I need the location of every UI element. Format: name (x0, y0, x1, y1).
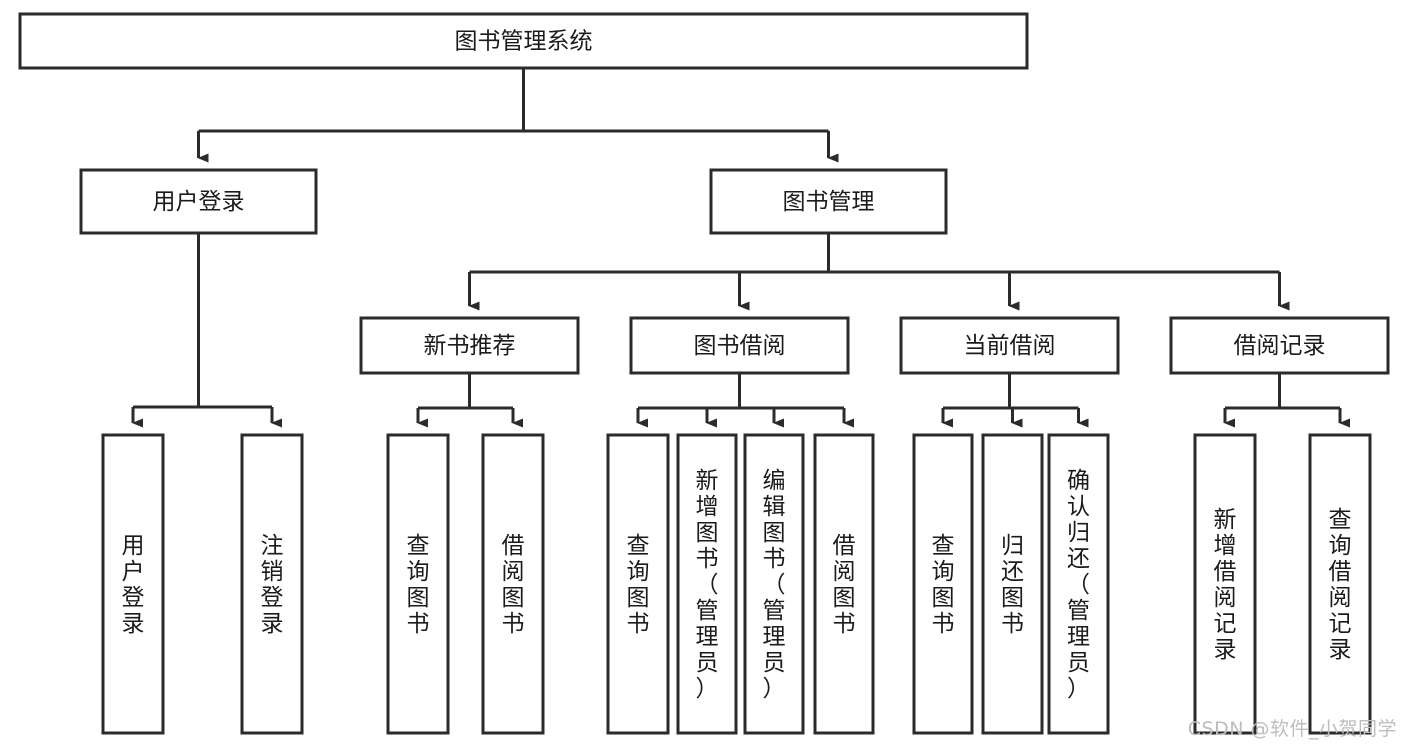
edge-group-new-book-recommend (416, 373, 523, 428)
node-new-book-recommend[interactable]: 新书推荐 (359, 316, 580, 375)
node-leaf-edit-book[interactable]: 编辑图书（管理员） (743, 433, 805, 735)
node-box-leaf-user-logout (240, 433, 304, 735)
node-leaf-query-borrow-record[interactable]: 查询借阅记录 (1308, 433, 1372, 735)
node-leaf-query-book-borrow[interactable]: 查询图书 (606, 433, 670, 735)
node-label-current-borrow: 当前借阅 (964, 333, 1056, 359)
node-root[interactable]: 图书管理系统 (18, 12, 1029, 70)
node-leaf-user-logout[interactable]: 注销登录 (240, 433, 304, 735)
node-book-manage[interactable]: 图书管理 (709, 168, 948, 235)
node-label-leaf-confirm-return: 确认归还（管理员） (1067, 468, 1090, 702)
node-box-leaf-query-book-current (912, 433, 974, 735)
node-label-leaf-query-book-current: 查询图书 (932, 533, 955, 637)
node-label-leaf-query-book-borrow: 查询图书 (627, 533, 650, 637)
node-book-borrow[interactable]: 图书借阅 (629, 316, 850, 375)
node-label-leaf-borrow-book-recommend: 借阅图书 (502, 533, 525, 637)
boxes-layer: 图书管理系统用户登录图书管理新书推荐图书借阅当前借阅借阅记录用户登录注销登录查询… (18, 12, 1390, 735)
edge-group-book-manage (468, 233, 1290, 311)
node-box-leaf-query-book-borrow (606, 433, 670, 735)
edge-group-current-borrow (941, 373, 1089, 428)
node-label-root: 图书管理系统 (455, 29, 593, 55)
node-label-new-book-recommend: 新书推荐 (424, 333, 516, 359)
edge-group-borrow-record (1223, 373, 1350, 428)
node-label-leaf-borrow-book: 借阅图书 (833, 533, 856, 637)
node-box-book-borrow (629, 316, 850, 375)
node-leaf-add-borrow-record[interactable]: 新增借阅记录 (1193, 433, 1257, 735)
node-box-leaf-edit-book (743, 433, 805, 735)
node-box-leaf-return-book (981, 433, 1044, 735)
node-box-leaf-add-borrow-record (1193, 433, 1257, 735)
node-label-leaf-query-book-recommend: 查询图书 (407, 533, 430, 637)
node-box-leaf-confirm-return (1047, 433, 1110, 735)
node-label-borrow-record: 借阅记录 (1234, 333, 1326, 359)
node-box-root (18, 12, 1029, 70)
edges-layer (131, 68, 1350, 428)
edge-group-user-login (131, 233, 282, 428)
node-borrow-record[interactable]: 借阅记录 (1169, 316, 1390, 375)
node-box-leaf-query-borrow-record (1308, 433, 1372, 735)
node-label-leaf-user-logout: 注销登录 (261, 533, 284, 637)
node-leaf-user-login[interactable]: 用户登录 (101, 433, 165, 735)
node-box-leaf-user-login (101, 433, 165, 735)
node-leaf-borrow-book-recommend[interactable]: 借阅图书 (481, 433, 545, 735)
node-label-leaf-edit-book: 编辑图书（管理员） (763, 468, 786, 702)
node-label-leaf-user-login: 用户登录 (122, 533, 145, 637)
edge-group-book-borrow (636, 373, 854, 428)
node-label-leaf-add-book: 新增图书（管理员） (696, 468, 719, 702)
node-user-login[interactable]: 用户登录 (79, 168, 318, 235)
node-label-leaf-add-borrow-record: 新增借阅记录 (1214, 507, 1237, 663)
node-leaf-query-book-recommend[interactable]: 查询图书 (386, 433, 450, 735)
node-label-book-borrow: 图书借阅 (694, 333, 786, 359)
node-current-borrow[interactable]: 当前借阅 (899, 316, 1120, 375)
node-box-current-borrow (899, 316, 1120, 375)
edge-group-root (197, 68, 839, 163)
node-box-new-book-recommend (359, 316, 580, 375)
node-box-leaf-add-book (676, 433, 738, 735)
node-box-leaf-borrow-book-recommend (481, 433, 545, 735)
node-leaf-query-book-current[interactable]: 查询图书 (912, 433, 974, 735)
node-label-leaf-return-book: 归还图书 (1001, 533, 1024, 637)
node-leaf-return-book[interactable]: 归还图书 (981, 433, 1044, 735)
node-leaf-borrow-book[interactable]: 借阅图书 (813, 433, 875, 735)
node-label-user-login: 用户登录 (153, 189, 245, 215)
node-label-book-manage: 图书管理 (783, 189, 875, 215)
node-box-leaf-borrow-book (813, 433, 875, 735)
node-box-borrow-record (1169, 316, 1390, 375)
node-label-leaf-query-borrow-record: 查询借阅记录 (1329, 507, 1352, 663)
node-box-book-manage (709, 168, 948, 235)
node-box-leaf-query-book-recommend (386, 433, 450, 735)
node-leaf-confirm-return[interactable]: 确认归还（管理员） (1047, 433, 1110, 735)
node-leaf-add-book[interactable]: 新增图书（管理员） (676, 433, 738, 735)
node-box-user-login (79, 168, 318, 235)
